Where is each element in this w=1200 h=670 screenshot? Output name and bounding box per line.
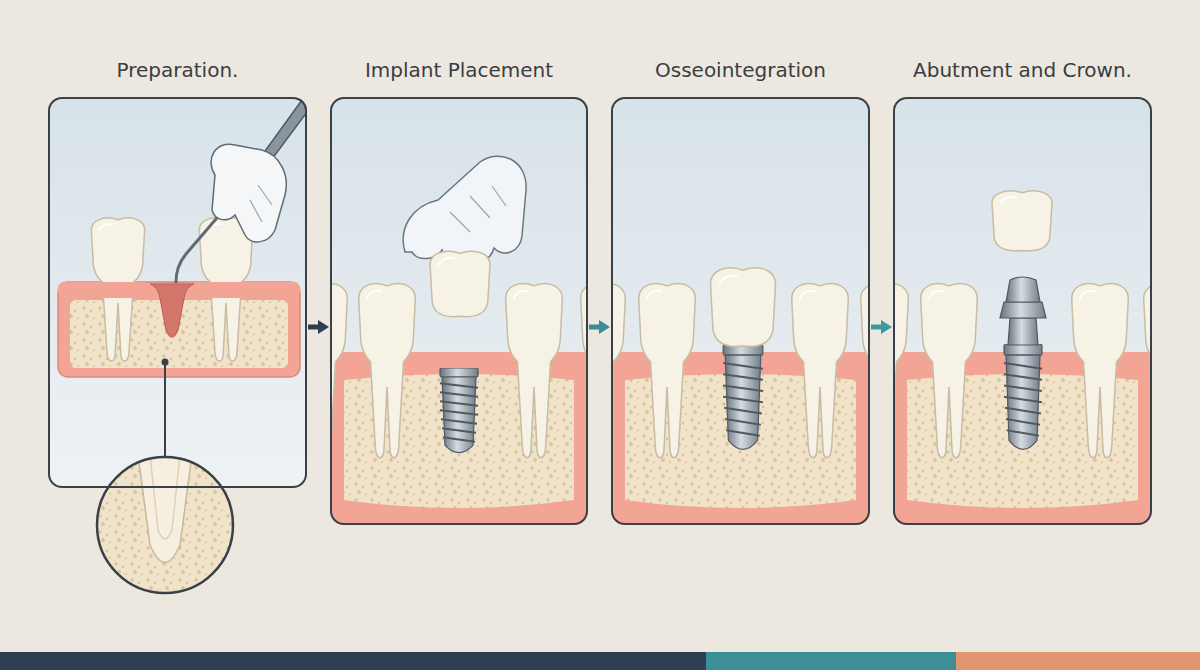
abutment-neck — [1008, 318, 1038, 345]
step-panel: Osseointegration — [611, 97, 870, 525]
gum-line — [192, 282, 300, 298]
tooth — [893, 284, 908, 458]
footer-band — [706, 652, 956, 670]
implant-screw — [440, 368, 478, 453]
magnifier-ring — [97, 457, 233, 593]
gloved-hand — [403, 156, 526, 261]
placement-scene — [330, 97, 588, 525]
footer-band — [0, 652, 706, 670]
tooth — [611, 284, 625, 458]
gum — [58, 282, 300, 377]
step-panel: Implant Placement — [330, 97, 588, 525]
panel-ground — [330, 97, 588, 525]
step-heading: Implant Placement — [312, 57, 606, 83]
root-canal — [150, 455, 180, 539]
tooth — [359, 284, 416, 458]
bone — [95, 455, 235, 595]
tooth — [921, 284, 978, 458]
restoration-scene — [893, 97, 1152, 525]
step-heading: Abutment and Crown. — [875, 57, 1170, 83]
glove-crease — [450, 186, 506, 232]
tooth — [330, 284, 347, 458]
osseointegration-scene — [611, 97, 870, 525]
step-panel: Abutment and Crown. — [893, 97, 1152, 525]
arrow-head — [881, 320, 892, 334]
preparation-scene — [48, 97, 307, 488]
tooth — [639, 284, 696, 458]
leader-line — [164, 362, 166, 457]
magnified-view — [95, 455, 235, 595]
implant-screw — [1004, 344, 1042, 449]
leader-dot — [162, 359, 169, 366]
implant-screw — [723, 344, 763, 449]
arrow-head — [318, 320, 329, 334]
socket — [150, 284, 194, 337]
crown — [430, 251, 490, 316]
tooth — [792, 284, 849, 458]
abutment-post — [1006, 277, 1040, 302]
crown — [710, 268, 775, 347]
panel-ground — [893, 97, 1152, 525]
footer-band — [956, 652, 1200, 670]
tooth — [506, 284, 563, 458]
gloved-hand — [211, 144, 286, 242]
step-heading: Preparation. — [30, 57, 325, 83]
abutment-collar — [1000, 302, 1046, 318]
gum-line — [58, 282, 150, 298]
step-panel: Preparation. — [48, 97, 307, 488]
panel-ground — [611, 97, 870, 525]
crown — [992, 191, 1052, 251]
step-heading: Osseointegration — [593, 57, 888, 83]
tooth — [1072, 284, 1129, 458]
glove-crease — [250, 185, 272, 222]
panel-ground — [48, 97, 307, 488]
arrow-head — [599, 320, 610, 334]
root-closeup — [138, 455, 192, 563]
